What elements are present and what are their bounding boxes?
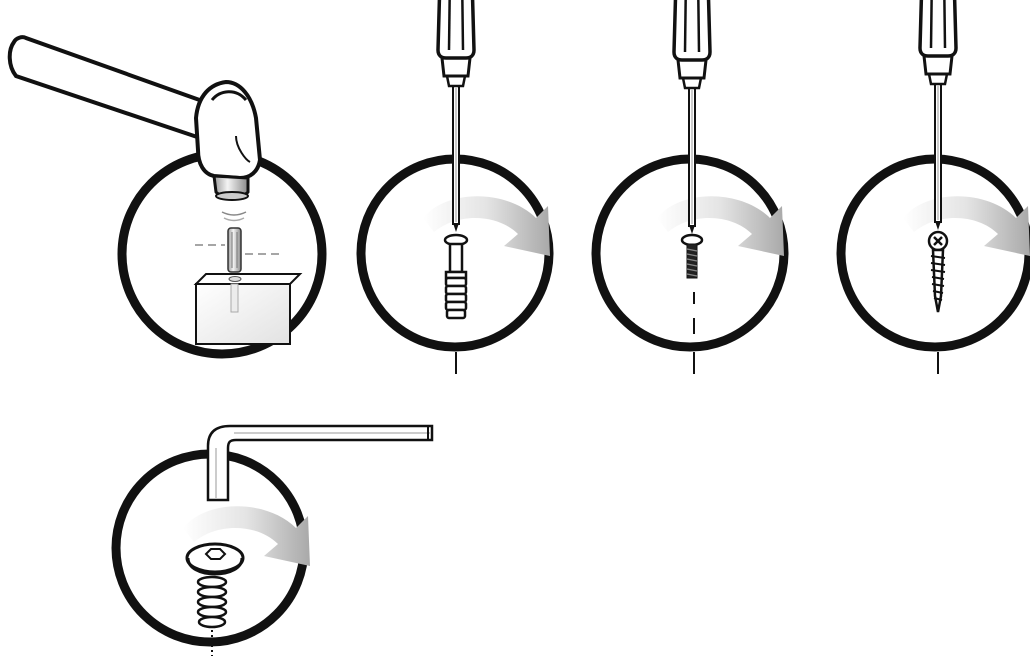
wooden-dowel-icon: [227, 227, 242, 273]
allen-key-icon: [206, 424, 434, 502]
hammer-icon: [7, 35, 263, 201]
hammer-dowel-step: [7, 35, 327, 359]
cam-lock-bolt-icon: [443, 233, 469, 320]
hex-socket-bolt-icon: [185, 542, 245, 629]
wood-screw-step: [836, 0, 1030, 374]
machine-screw-icon: [680, 233, 704, 279]
hex-bolt-step: [111, 424, 434, 656]
wood-screw-icon: [927, 230, 949, 313]
cam-bolt-step: [356, 0, 554, 374]
wooden-board-icon: [193, 273, 303, 345]
machine-screw-step: [591, 0, 789, 374]
